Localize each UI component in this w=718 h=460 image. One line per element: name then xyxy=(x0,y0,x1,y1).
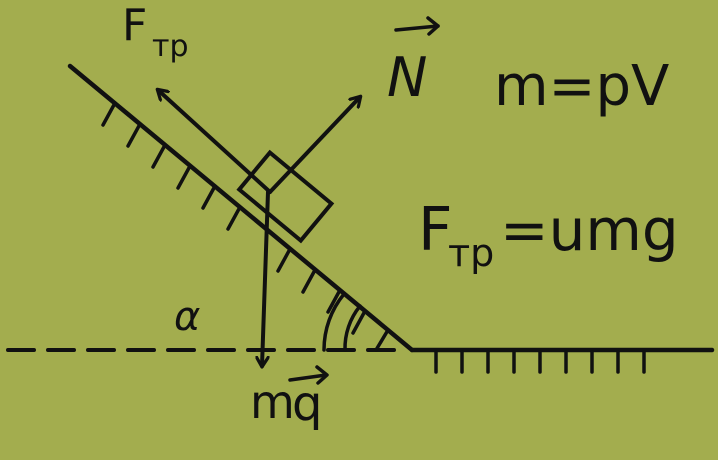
gravity-vector-arrow-icon xyxy=(288,365,329,385)
friction-formula-subscript: тр xyxy=(448,231,494,275)
friction-force-label: F тр xyxy=(122,0,189,64)
block-on-incline xyxy=(236,149,335,244)
friction-force-letter: F xyxy=(122,0,147,51)
incline-hatching xyxy=(101,101,390,352)
ground-hatching xyxy=(434,350,646,374)
friction-formula-f: F xyxy=(418,195,453,265)
friction-formula: F тр =umg xyxy=(418,195,679,275)
gravity-label: m q xyxy=(250,365,329,432)
friction-formula-rest: =umg xyxy=(500,196,679,264)
normal-vector-arrow-icon xyxy=(394,16,440,36)
angle-arcs xyxy=(322,292,362,352)
gravity-mass-letter: m xyxy=(250,375,295,429)
angle-alpha-label: α xyxy=(174,294,200,340)
friction-force-vector xyxy=(158,90,272,194)
normal-force-vector xyxy=(268,97,360,194)
friction-force-subscript: тр xyxy=(152,29,189,64)
normal-force-letter: N xyxy=(387,46,427,109)
mass-formula: m=pV xyxy=(494,54,669,119)
gravity-force-vector xyxy=(262,190,270,366)
normal-force-label: N xyxy=(387,16,440,109)
gravity-g-letter: q xyxy=(292,376,322,432)
